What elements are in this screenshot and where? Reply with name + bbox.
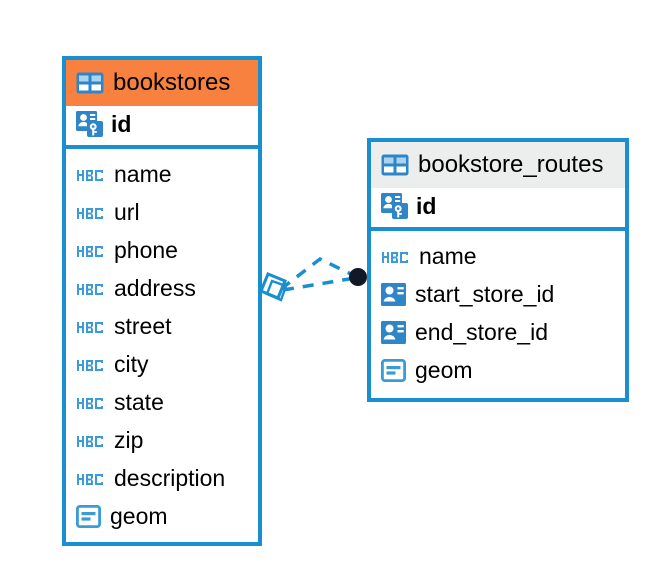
primary-key-icon [381, 193, 408, 220]
field-label: state [114, 388, 164, 415]
foreign-key-icon [381, 320, 406, 344]
field-label: phone [114, 236, 178, 263]
geometry-icon [76, 504, 101, 528]
abc-text-icon [76, 166, 105, 182]
field-row[interactable]: city [76, 345, 248, 383]
abc-text-icon [76, 204, 105, 220]
field-list-bookstore-routes: name start_store_id [371, 231, 625, 396]
field-label: end_store_id [415, 318, 548, 345]
foreign-key-icon [381, 282, 406, 306]
relationship-line-lower [282, 276, 356, 292]
abc-text-icon [76, 356, 105, 372]
field-label: geom [110, 502, 168, 529]
field-label: url [114, 198, 140, 225]
entity-header-bookstores[interactable]: bookstores [66, 60, 258, 106]
field-row-primary-key[interactable]: id [371, 188, 625, 231]
abc-text-icon [76, 432, 105, 448]
entity-table-bookstore-routes[interactable]: bookstore_routes [367, 138, 629, 402]
field-label: zip [114, 426, 144, 453]
field-label: city [114, 350, 149, 377]
field-row[interactable]: address [76, 269, 248, 307]
field-label: geom [415, 356, 473, 383]
abc-text-icon [381, 248, 410, 264]
field-row[interactable]: description [76, 459, 248, 497]
primary-key-icon [76, 111, 103, 138]
table-icon [381, 154, 409, 176]
field-row[interactable]: url [76, 193, 248, 231]
field-label: address [114, 274, 196, 301]
abc-text-icon [76, 242, 105, 258]
field-label: start_store_id [415, 280, 555, 307]
abc-text-icon [76, 394, 105, 410]
field-row-primary-key[interactable]: id [66, 106, 258, 149]
relationship-line-upper [279, 256, 356, 291]
field-list-bookstores: name url [66, 149, 258, 542]
field-row[interactable]: end_store_id [381, 313, 615, 351]
entity-header-bookstore-routes[interactable]: bookstore_routes [371, 142, 625, 188]
field-label: street [114, 312, 172, 339]
field-row[interactable]: street [76, 307, 248, 345]
entity-table-bookstores[interactable]: bookstores [62, 56, 262, 546]
field-row[interactable]: name [381, 237, 615, 275]
field-row[interactable]: geom [381, 351, 615, 389]
field-row[interactable]: phone [76, 231, 248, 269]
field-label: name [419, 242, 477, 269]
abc-text-icon [76, 318, 105, 334]
table-icon [76, 72, 104, 94]
abc-text-icon [76, 280, 105, 296]
relationship-target-handle[interactable] [349, 268, 367, 286]
field-row[interactable]: geom [76, 497, 248, 535]
field-label-id: id [111, 111, 132, 137]
field-row[interactable]: name [76, 155, 248, 193]
geometry-icon [381, 358, 406, 382]
field-row[interactable]: start_store_id [381, 275, 615, 313]
field-row[interactable]: state [76, 383, 248, 421]
field-row[interactable]: zip [76, 421, 248, 459]
field-label: name [114, 160, 172, 187]
field-label: description [114, 464, 226, 491]
field-label-id: id [416, 193, 437, 219]
entity-title-bookstores: bookstores [113, 68, 231, 96]
entity-title-bookstore-routes: bookstore_routes [418, 150, 604, 178]
relationship-source-handle[interactable] [259, 272, 288, 302]
abc-text-icon [76, 470, 105, 486]
